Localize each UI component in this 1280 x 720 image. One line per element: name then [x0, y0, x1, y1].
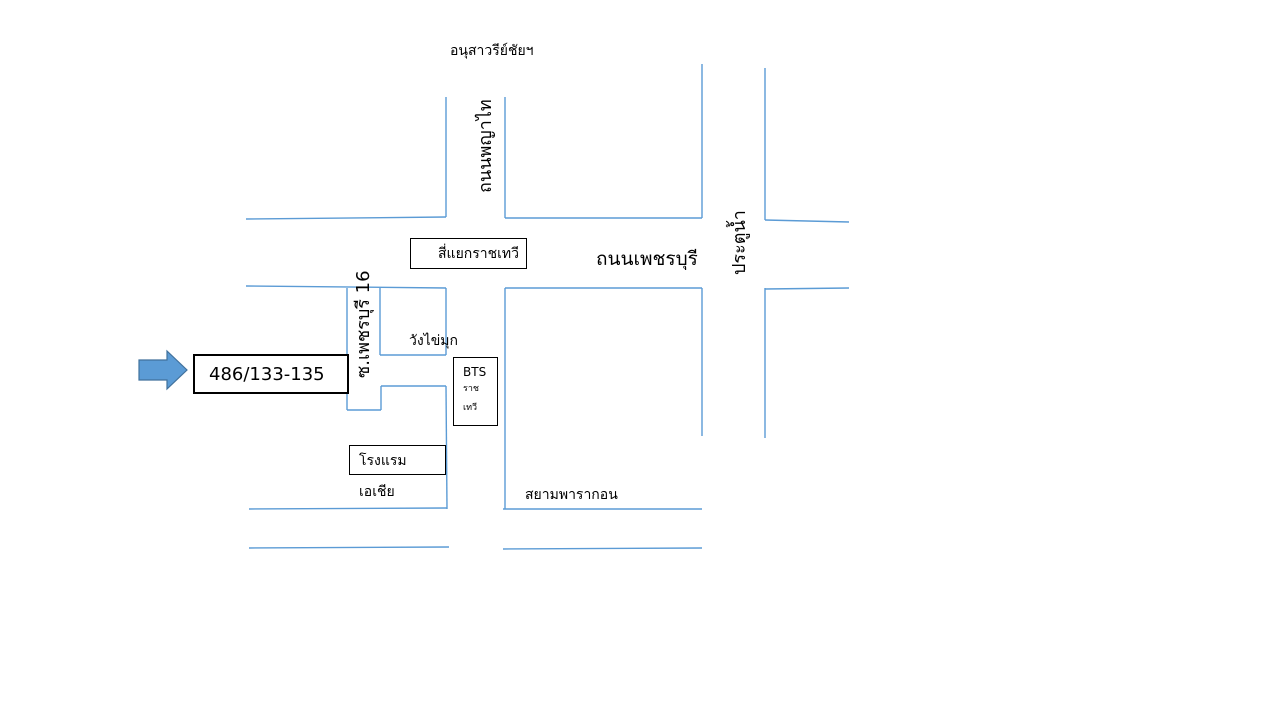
label-victory-monument: อนุสาวรีย์ชัยฯ: [450, 43, 534, 59]
label-wang-khai-muk: วังไข่มุก: [409, 333, 459, 349]
road-phetchaburi-north-edge-west: [245, 216, 447, 220]
label-soi-phetchaburi-16: ซ.เพชรบุรี 16: [353, 270, 374, 378]
label-siam-paragon: สยามพารากอน: [525, 487, 618, 503]
address-box: 486/133-135: [193, 354, 349, 394]
label-box-ratchathewi-intersection: สี่แยกราชเทวี: [410, 238, 527, 269]
road-rama1-south-edge-east: [502, 547, 703, 550]
address-label: 486/133-135: [209, 364, 325, 385]
road-phetchaburi-north-edge-east: [764, 219, 850, 223]
bts-label: BTS: [463, 365, 487, 379]
label-phaya-thai-road: ถนนพญาไท: [475, 99, 496, 193]
bts-ratchathewi-box: BTS ราช เทวี: [453, 357, 498, 426]
right-arrow-icon: [138, 349, 188, 391]
road-phetchaburi-south-edge-east: [764, 287, 850, 290]
hotel-asia-box: โรงแรม: [349, 445, 446, 475]
label-ratchathewi-intersection: สี่แยกราชเทวี: [438, 246, 520, 262]
road-phetchaburi-south-edge-west: [245, 285, 447, 289]
label-pratunam: ประตูน้ำ: [729, 210, 750, 275]
label-phetchaburi-road: ถนนเพชรบุรี: [596, 248, 698, 270]
road-rama1-south-edge-west: [248, 546, 450, 549]
road-ratchathewi-west-edge-south: [445, 385, 448, 510]
road-rama1-north-edge-west: [248, 507, 448, 510]
hotel-label: โรงแรม: [359, 453, 407, 469]
hotel-asia-name: เอเชีย: [359, 484, 395, 500]
bts-station-name-line1: ราช: [463, 384, 479, 394]
bts-station-name-line2: เทวี: [463, 403, 478, 413]
